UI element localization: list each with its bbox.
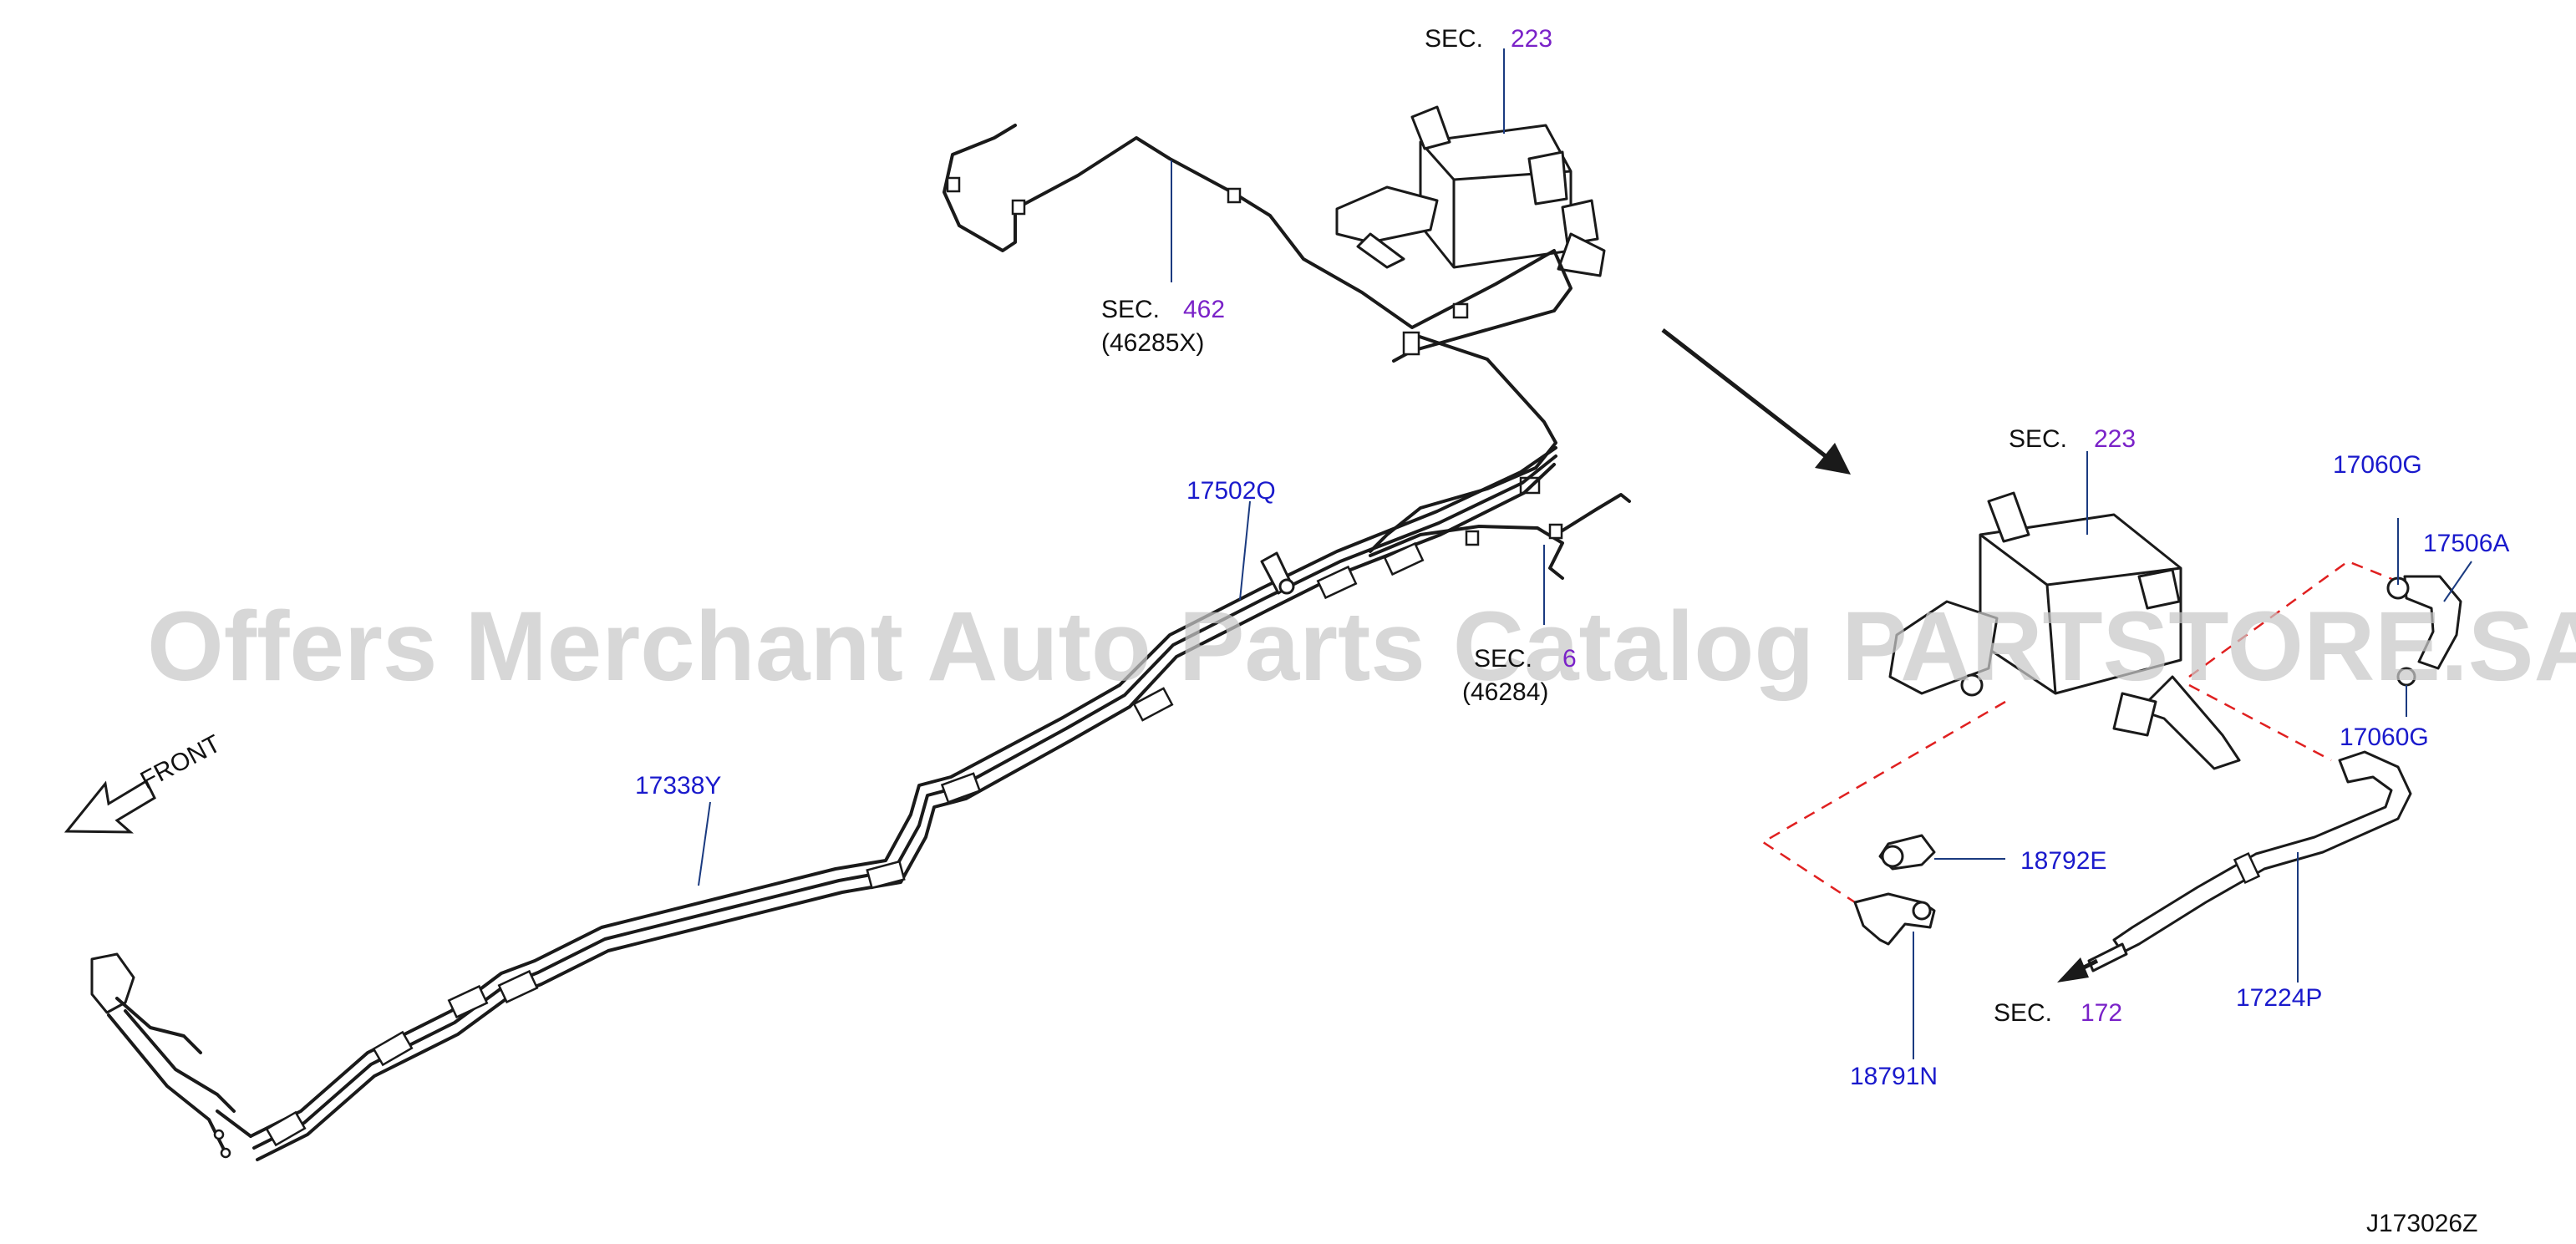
sec-172-code[interactable]: 172 — [2081, 999, 2122, 1027]
sec-462-sub: (46285X) — [1101, 329, 1204, 357]
part-17224P[interactable]: 17224P — [2236, 984, 2322, 1012]
lower-tube-bundle — [249, 446, 1557, 1161]
canister-top — [1335, 105, 1606, 277]
front-label: FRONT — [136, 730, 226, 795]
part-17338Y[interactable]: 17338Y — [635, 772, 721, 800]
fitting-17502Q — [1260, 551, 1295, 595]
sec-172-prefix: SEC. — [1994, 999, 2052, 1027]
dashed-boundaries — [1761, 560, 2407, 904]
diagram-id: J173026Z — [2366, 1210, 2477, 1237]
sec-462b-prefix: SEC. — [1474, 645, 1532, 673]
part-17506A[interactable]: 17506A — [2423, 530, 2509, 557]
hose-18791N — [1853, 892, 1936, 946]
sec-223-right-code[interactable]: 223 — [2094, 425, 2136, 453]
detail-arrow — [1661, 328, 1851, 475]
hose-17506A — [2386, 575, 2462, 687]
part-17060G-top[interactable]: 17060G — [2333, 451, 2422, 479]
part-17502Q[interactable]: 17502Q — [1186, 477, 1276, 505]
part-18791N[interactable]: 18791N — [1850, 1063, 1938, 1090]
sec-462-prefix: SEC. — [1101, 296, 1160, 323]
front-direction-arrow: FRONT — [64, 730, 226, 834]
left-end-bracket — [90, 952, 252, 1159]
hose-17224P — [2087, 750, 2412, 972]
bundle-clips — [265, 541, 1425, 1147]
canister-detail — [1888, 491, 2241, 770]
sec-462-code[interactable]: 462 — [1183, 296, 1225, 323]
sec-172-arrow — [2057, 957, 2099, 983]
part-18792E[interactable]: 18792E — [2020, 847, 2106, 875]
sec-462b-code[interactable]: 6 — [1562, 645, 1577, 673]
sec-462b-sub: (46284) — [1462, 678, 1548, 706]
part-17060G-bottom[interactable]: 17060G — [2340, 724, 2429, 751]
leader-lines — [698, 48, 2472, 1059]
watermark: Offers Merchant Auto Parts Catalog PARTS… — [147, 592, 2576, 702]
hose-18792E — [1878, 834, 1936, 871]
sec-223-top-prefix: SEC. — [1425, 25, 1483, 53]
sec-223-top-code[interactable]: 223 — [1511, 25, 1552, 53]
sec-223-right-prefix: SEC. — [2009, 425, 2067, 453]
upper-line-clips — [946, 176, 1563, 546]
